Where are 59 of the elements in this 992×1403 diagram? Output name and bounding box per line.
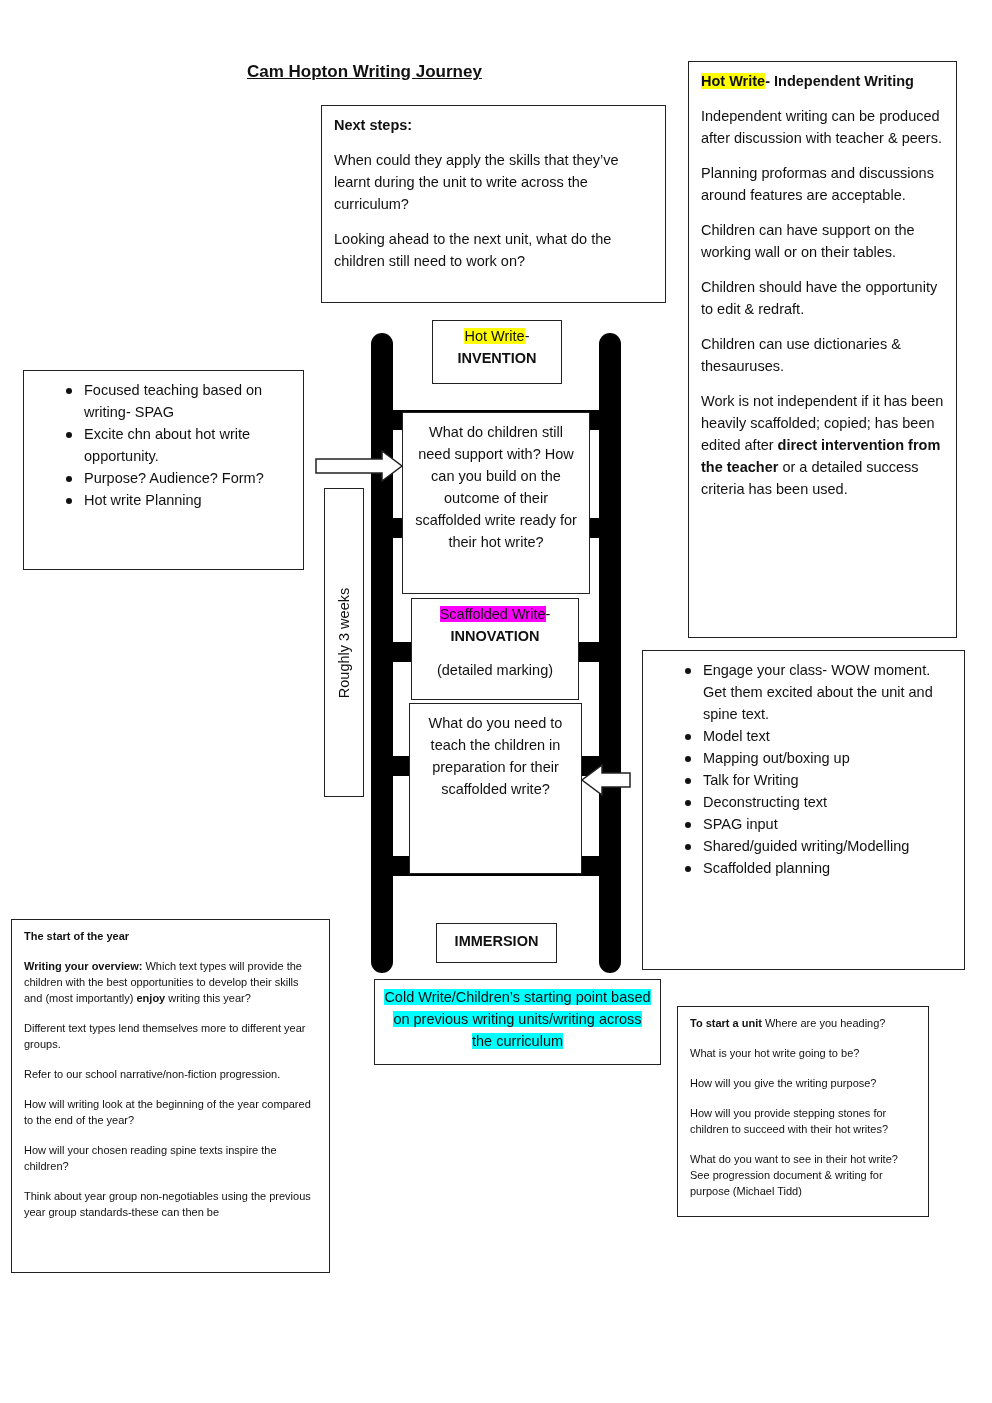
body-text: How will your chosen reading spine texts inspire the children?	[24, 1143, 278, 1174]
title: Cam Hopton Writing Journey	[247, 62, 482, 82]
heading: Next steps:	[334, 116, 414, 135]
question-box	[409, 703, 582, 874]
bullet-text: Model text	[703, 728, 770, 744]
bullet-text: Hot write Planning	[84, 492, 202, 508]
stage-label: INNOVATION	[449, 627, 541, 646]
bullet-text: Shared/guided writing/Modelling	[703, 838, 910, 854]
body-text: To start a unit Where are you heading?	[690, 1016, 887, 1031]
stage-label-box	[436, 923, 557, 963]
body-text: Children can use dictionaries & thesauruses.	[701, 335, 902, 376]
stage-label: Scaffolded Write-	[438, 605, 552, 624]
note-panel	[677, 1006, 929, 1217]
body-text: Think about year group non-negotiables using the previous year group standards-these can then be	[24, 1189, 312, 1220]
stage-label-box	[411, 598, 579, 700]
heading: The start of the year	[24, 929, 131, 944]
duration-label: Roughly 3 weeks	[335, 587, 353, 698]
duration-box	[324, 488, 364, 797]
body-text: Planning proformas and discussions around features are acceptable.	[701, 164, 935, 205]
note-box	[321, 105, 666, 303]
bullet-text: Purpose? Audience? Form?	[84, 470, 264, 486]
note-panel	[11, 919, 330, 1273]
question-text: What do you need to teach the children in preparation for their scaffolded write?	[427, 714, 564, 799]
bullet-text: Scaffolded planning	[703, 860, 831, 876]
body-text: When could they apply the skills that they’ve learnt during the unit to write across the curriculum?	[334, 151, 620, 214]
question-box	[402, 412, 590, 594]
question-text: What do children still need support with? How can you build on the outcome of their scaffolded write ready for their hot write?	[414, 423, 578, 552]
bullet-text: Mapping out/boxing up	[703, 750, 850, 766]
body-text: How will you provide stepping stones for children to succeed with their hot writes?	[690, 1106, 890, 1137]
bullet-text: Engage your class- WOW moment. Get them excited about the unit and spine text.	[703, 662, 933, 722]
bullet-text: Focused teaching based on writing- SPAG	[84, 382, 263, 420]
stage-label: INVENTION	[456, 349, 538, 368]
bullet-text: Talk for Writing	[703, 772, 799, 788]
body-text: Refer to our school narrative/non-fiction progression.	[24, 1067, 282, 1082]
starting-point-text: Cold Write/Children’s starting point based on previous writing units/writing across the curriculum	[383, 988, 652, 1051]
body-text: What do you want to see in their hot write? See progression document & writing for purpose (Michael Tidd)	[690, 1152, 899, 1199]
bullet-text: SPAG input	[703, 816, 778, 832]
body-text: Different text types lend themselves more to different year groups.	[24, 1021, 307, 1052]
stage-label: Hot Write-	[463, 327, 531, 346]
body-text: Children should have the opportunity to edit & redraft.	[701, 278, 939, 319]
block-arrow	[315, 449, 404, 483]
stage-label-box	[432, 320, 562, 384]
body-text: Independent writing can be produced after discussion with teacher & peers.	[701, 107, 943, 148]
body-text: Children can have support on the working wall or on their tables.	[701, 221, 916, 262]
note-panel	[688, 61, 957, 638]
body-text: What is your hot write going to be?	[690, 1046, 861, 1061]
stage-label: IMMERSION	[453, 932, 540, 951]
body-text: Work is not independent if it has been heavily scaffolded; copied; has been edited after direct intervention from the teacher or a detailed success criteria has been used.	[701, 392, 944, 499]
starting-point-box	[374, 979, 661, 1065]
note-text: (detailed marking)	[435, 661, 555, 680]
body-text: Writing your overview: Which text types will provide the children with the best opportunities to develop their skills and (most importantly) enjoy writing this year?	[24, 959, 303, 1006]
body-text: How will you give the writing purpose?	[690, 1076, 878, 1091]
body-text: Looking ahead to the next unit, what do the children still need to work on?	[334, 230, 613, 271]
bullet-list-box	[23, 370, 304, 570]
bullet-text: Excite chn about hot write opportunity.	[84, 426, 251, 464]
bullet-list-box	[642, 650, 965, 970]
bullet-text: Deconstructing text	[703, 794, 828, 810]
body-text: How will writing look at the beginning of the year compared to the end of the year?	[24, 1097, 312, 1128]
block-arrow	[580, 763, 631, 797]
